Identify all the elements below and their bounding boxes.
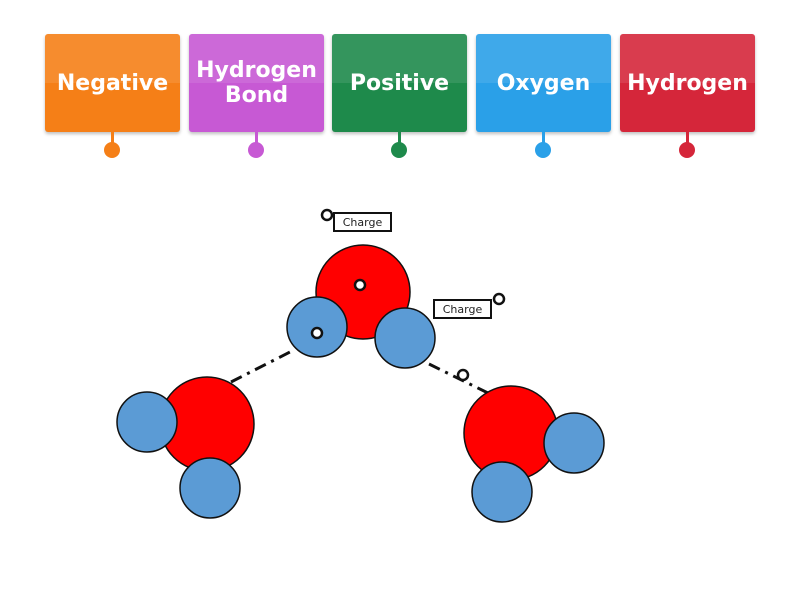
tile-hydrogen-pin[interactable] bbox=[679, 142, 695, 158]
tile-hydrogen-label: Hydrogen bbox=[627, 70, 748, 96]
tile-negative-pin[interactable] bbox=[104, 142, 120, 158]
tile-negative-stem bbox=[111, 132, 114, 144]
drop-target-hydrogen[interactable] bbox=[310, 326, 324, 340]
drop-target-hydrogen-bond[interactable] bbox=[456, 368, 470, 382]
tile-hydrogen-stem bbox=[686, 132, 689, 144]
tile-positive-pin[interactable] bbox=[391, 142, 407, 158]
hydrogen-atom-right-a bbox=[543, 412, 605, 474]
tile-oxygen-label: Oxygen bbox=[496, 70, 591, 96]
tile-positive-stem bbox=[398, 132, 401, 144]
drop-target-charge-right[interactable] bbox=[492, 292, 506, 306]
tile-negative-label: Negative bbox=[56, 70, 169, 96]
hydrogen-atom-top-right bbox=[374, 307, 436, 369]
tile-oxygen-pin[interactable] bbox=[535, 142, 551, 158]
tile-hydrogen-bond-stem bbox=[255, 132, 258, 144]
hydrogen-atom-left-a bbox=[116, 391, 178, 453]
charge-drop-box-right[interactable]: Charge bbox=[433, 299, 492, 319]
hydrogen-atom-left-b bbox=[179, 457, 241, 519]
charge-drop-box-top[interactable]: Charge bbox=[333, 212, 392, 232]
hydrogen-atom-right-b bbox=[471, 461, 533, 523]
tile-hydrogen-bond-pin[interactable] bbox=[248, 142, 264, 158]
tile-positive-label: Positive bbox=[349, 70, 450, 96]
drop-target-oxygen[interactable] bbox=[353, 278, 367, 292]
charge-drop-box-right-text: Charge bbox=[442, 302, 483, 316]
drop-target-charge-top[interactable] bbox=[320, 208, 334, 222]
tile-oxygen-stem bbox=[542, 132, 545, 144]
charge-drop-box-top-text: Charge bbox=[342, 215, 383, 229]
hydrogen-bond-line-left bbox=[230, 349, 293, 384]
tile-hydrogen-bond-label: Hydrogen Bond bbox=[196, 58, 317, 108]
